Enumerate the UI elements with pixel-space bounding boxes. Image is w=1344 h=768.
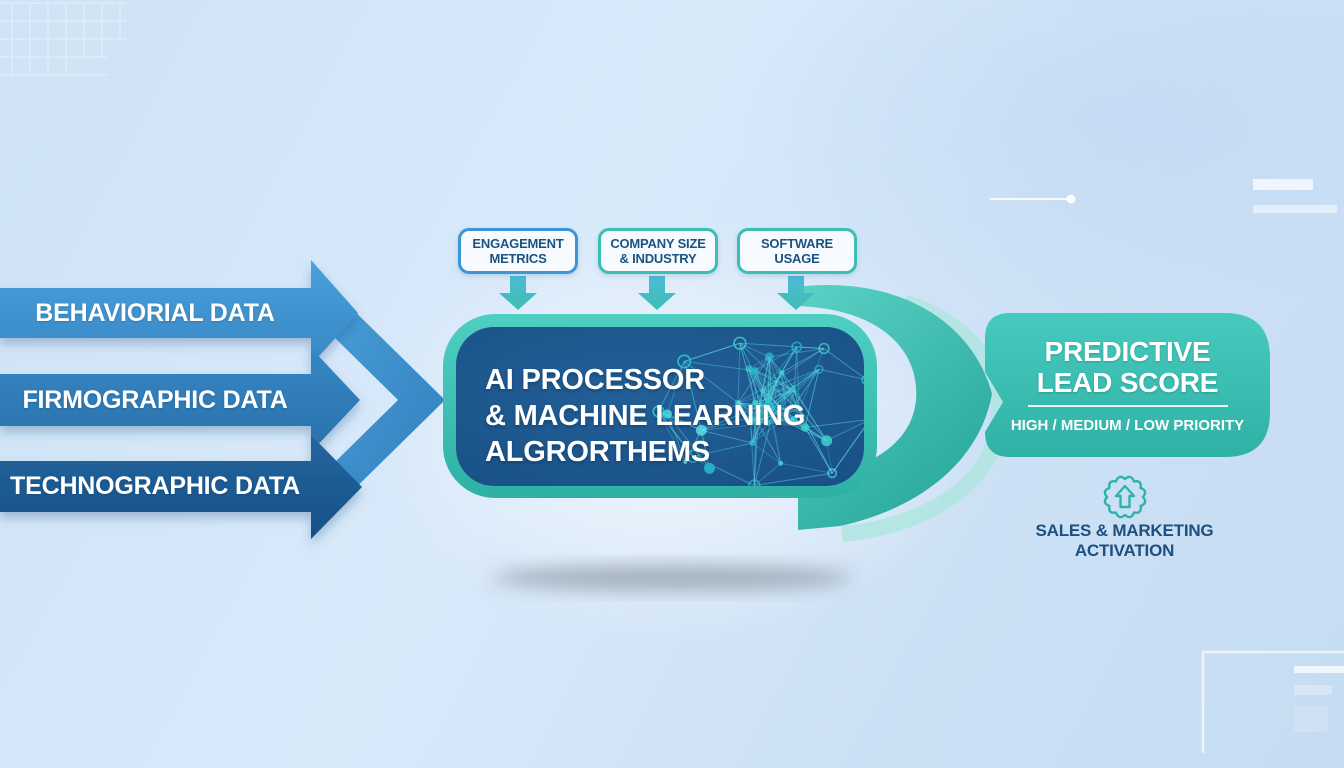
activation-label-line: ACTIVATION	[1074, 541, 1175, 560]
signal-box-label: & INDUSTRY	[619, 251, 697, 266]
lead-score-title: PREDICTIVE LEAD SCORE	[985, 336, 1270, 398]
down-arrow-icon	[777, 276, 815, 310]
signal-box-label: COMPANY SIZE	[610, 236, 706, 251]
processor-title-line: & MACHINE LEARNING	[485, 400, 806, 432]
lead-score-priority: HIGH / MEDIUM / LOW PRIORITY	[1010, 417, 1245, 434]
technographic-data-arrow	[0, 435, 362, 539]
signal-box-label: ENGAGEMENT	[472, 236, 564, 251]
firmographic-data-arrow	[0, 348, 360, 452]
line-dot-decoration	[990, 194, 1076, 204]
neural-network-graphic	[652, 336, 864, 486]
technographic-data-label: TECHNOGRAPHIC DATA	[10, 472, 300, 500]
ground-shadow	[492, 565, 852, 591]
corner-frame-bottom-right	[1201, 650, 1344, 753]
lead-score-divider	[1028, 405, 1228, 407]
grid-decoration	[0, 2, 126, 76]
lead-score-title-line: PREDICTIVE	[1044, 336, 1211, 367]
signal-box-label: METRICS	[489, 251, 547, 266]
processor-title-line: AI PROCESSOR	[485, 364, 705, 396]
swoosh-arrow	[795, 284, 992, 530]
award-arrow-up-icon	[1103, 475, 1147, 519]
data-input-arrows	[0, 260, 362, 539]
signal-box-engagement-metrics: ENGAGEMENT METRICS	[458, 228, 578, 274]
activation-label: SALES & MARKETING ACTIVATION	[1002, 521, 1247, 561]
corner-bars-top-right	[1253, 179, 1337, 213]
activation-label-line: SALES & MARKETING	[1035, 521, 1214, 540]
signal-box-label: SOFTWARE	[760, 236, 834, 251]
flow-chevron	[333, 290, 445, 510]
processor-title-line: ALGRORTHEMS	[485, 436, 710, 468]
firmographic-data-label: FIRMOGRAPHIC DATA	[22, 386, 288, 414]
lead-score-title-line: LEAD SCORE	[1036, 367, 1219, 398]
processor-title: AI PROCESSOR & MACHINE LEARNING ALGRORTH…	[485, 362, 805, 470]
behavioral-data-label: BEHAVIORIAL DATA	[35, 299, 275, 327]
down-arrow-icon	[499, 276, 537, 310]
signal-box-software-usage: SOFTWARE USAGE	[737, 228, 857, 274]
signal-box-label: USAGE	[774, 251, 820, 266]
behavioral-data-arrow	[0, 260, 358, 365]
signal-down-arrows	[499, 276, 815, 310]
lead-score-box	[985, 313, 1270, 457]
signal-box-company-size-industry: COMPANY SIZE & INDUSTRY	[598, 228, 718, 274]
down-arrow-icon	[638, 276, 676, 310]
